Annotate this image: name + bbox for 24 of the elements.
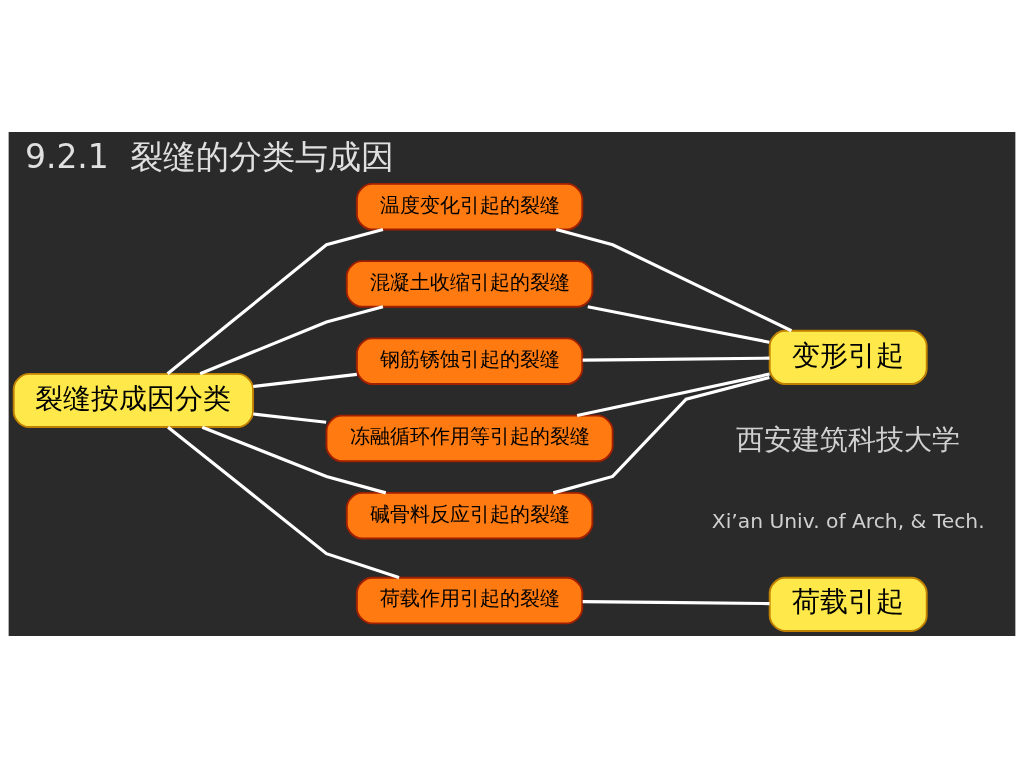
connector bbox=[253, 412, 327, 424]
node-box: 裂缝按成因分类 bbox=[12, 372, 254, 428]
connector bbox=[587, 305, 770, 344]
connector bbox=[199, 305, 384, 376]
node-box: 冻融循环作用等引起的裂缝 bbox=[325, 414, 614, 463]
connector bbox=[166, 228, 384, 375]
node-box: 钢筋锈蚀引起的裂缝 bbox=[355, 337, 584, 385]
node-box: 温度变化引起的裂缝 bbox=[355, 182, 584, 231]
connector bbox=[167, 425, 400, 580]
connector bbox=[576, 372, 770, 418]
label: 西安建筑科技大学 bbox=[736, 423, 961, 457]
label: Xi’an Univ. of Arch, & Tech. bbox=[711, 509, 985, 534]
node-box: 荷载作用引起的裂缝 bbox=[355, 576, 584, 625]
connector bbox=[253, 372, 357, 389]
node-box: 碱骨料反应引起的裂缝 bbox=[345, 491, 594, 540]
node-box: 荷载引起 bbox=[768, 576, 928, 632]
connector bbox=[555, 228, 793, 333]
connector bbox=[552, 376, 770, 495]
node-box: 变形引起 bbox=[768, 329, 928, 385]
connector bbox=[582, 356, 770, 362]
connector bbox=[201, 425, 387, 495]
connector bbox=[582, 600, 770, 606]
node-box: 混凝土收缩引起的裂缝 bbox=[345, 260, 594, 308]
diagram-title: 9.2.1 裂缝的分类与成因 bbox=[25, 137, 394, 177]
